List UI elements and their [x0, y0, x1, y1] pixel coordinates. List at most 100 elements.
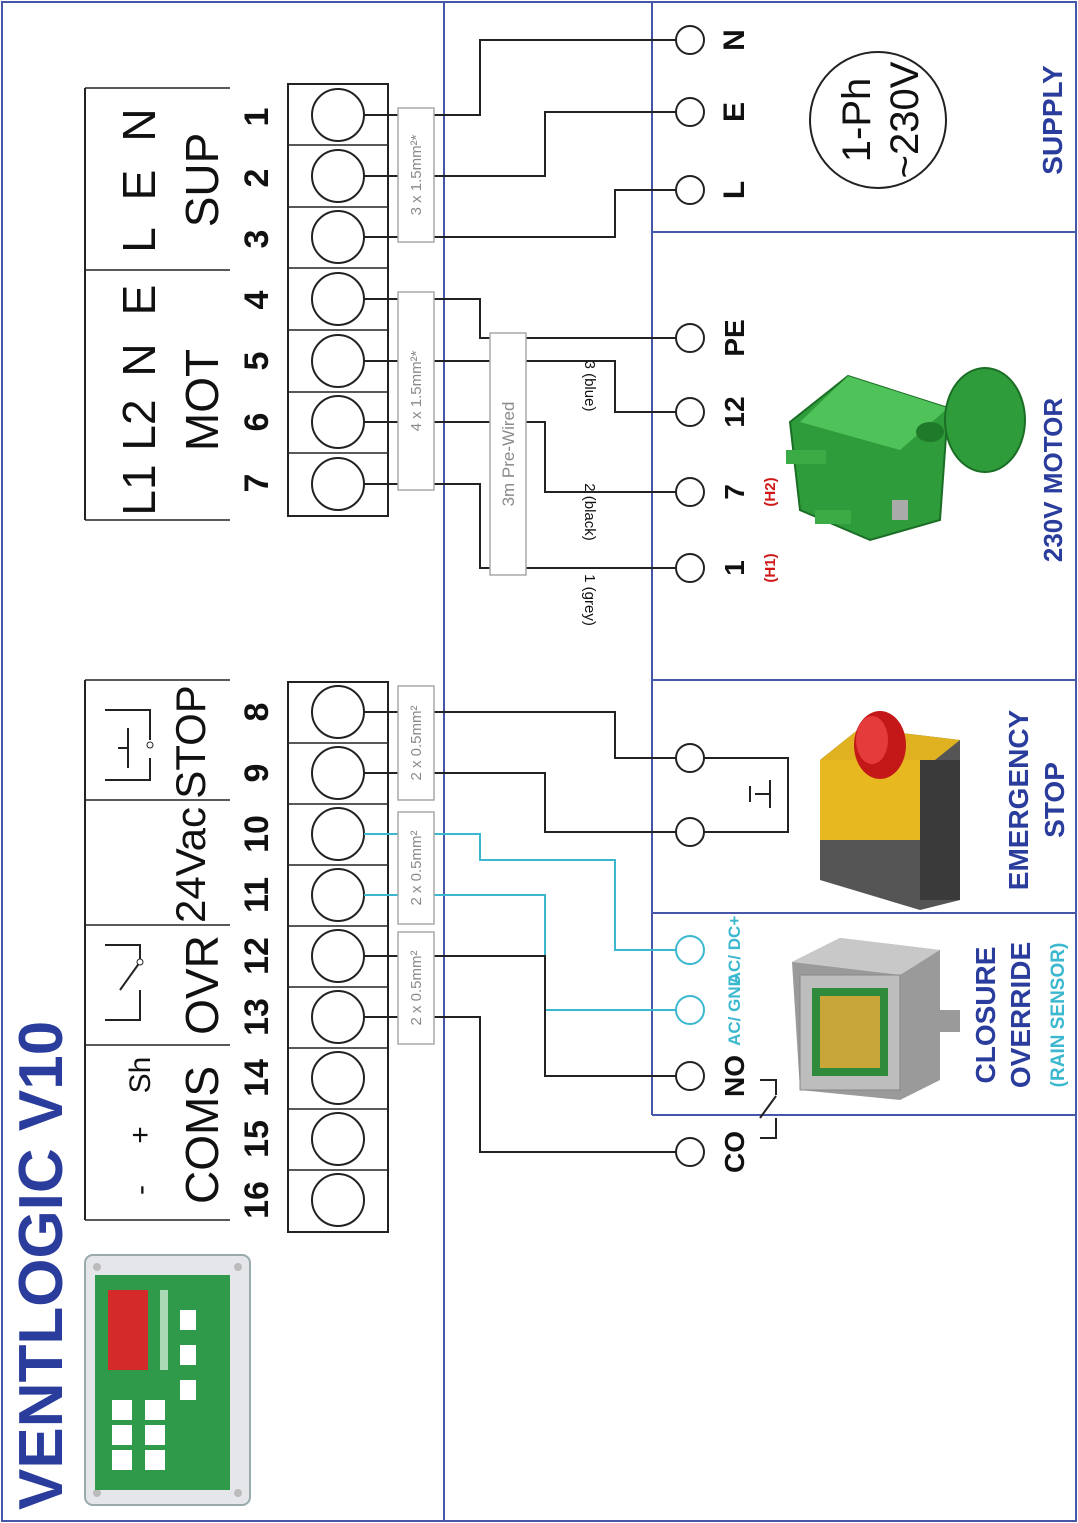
no-switch-symbol [105, 944, 144, 1021]
wire-note-black: 2 (black) [581, 483, 598, 541]
motor-label-7: 7 [719, 484, 750, 500]
cable-label-sup: 3 x 1.5mm²* [408, 134, 425, 215]
motor-note-h2: (H2) [762, 477, 779, 506]
motor-wire-notes: 3 (blue) 2 (black) 1 (grey) [581, 361, 598, 626]
override-subtitle: (RAIN SENSOR) [1048, 943, 1069, 1088]
override-title-line2: OVERRIDE [1005, 942, 1036, 1088]
estop-section: EMERGENCY STOP [675, 709, 1070, 910]
supply-terminal-e [675, 97, 705, 127]
emergency-stop-image [820, 711, 960, 910]
page-title: VENTLOGIC V10 [7, 1021, 76, 1510]
motor-title: 230V MOTOR [1038, 398, 1068, 562]
v24-wires [364, 833, 690, 1011]
supply-badge-circle [809, 51, 947, 189]
override-terminal-co [675, 1137, 705, 1167]
motor-label-12: 12 [719, 396, 750, 427]
sup-letter-l: L [113, 227, 165, 253]
motor-terminal-1 [675, 553, 705, 583]
cable-label-stop: 2 x 0.5mm² [408, 705, 425, 780]
sup-letter-e: E [113, 170, 165, 201]
ovr-group-label: OVR [176, 935, 228, 1035]
wire-note-blue: 3 (blue) [581, 361, 598, 412]
terminal-number: 2 [238, 169, 276, 188]
motor-terminal-7 [675, 477, 705, 507]
terminal-number: 14 [238, 1059, 276, 1097]
motor-label-1: 1 [719, 560, 750, 576]
terminal-number: 1 [238, 108, 276, 127]
v24-group-label: 24Vac [167, 807, 214, 923]
estop-title-line1: EMERGENCY [1003, 709, 1034, 890]
terminal-screw [311, 1112, 365, 1166]
terminal-numbers: 1 2 3 4 5 6 7 8 9 10 11 12 13 14 15 16 [238, 108, 276, 1219]
terminal-number: 15 [238, 1120, 276, 1158]
terminal-number: 4 [238, 290, 276, 309]
estop-title-line2: STOP [1039, 762, 1070, 838]
override-section: AC/ DC+ AC/ GND NO CO CLOSURE OVERRIDE (… [675, 916, 1069, 1173]
override-label-co: CO [719, 1131, 750, 1173]
controller-device-image [84, 1254, 251, 1506]
override-switch-symbol [759, 1079, 777, 1139]
supply-label-n: N [718, 29, 751, 51]
coms-group-label: COMS [176, 1066, 228, 1204]
terminal-number: 6 [238, 413, 276, 432]
terminal-number: 13 [238, 998, 276, 1036]
override-title-line1: CLOSURE [970, 947, 1001, 1084]
cable-label-prewired: 3m Pre-Wired [499, 402, 518, 507]
rain-sensor-image [792, 938, 960, 1100]
terminal-number: 8 [238, 703, 276, 722]
cable-label-24v: 2 x 0.5mm² [408, 830, 425, 905]
sup-letter-n: N [113, 108, 165, 141]
coms-letter-plus: + [124, 1126, 157, 1144]
supply-badge-line1: 1-Ph [835, 78, 879, 163]
supply-label-e: E [718, 102, 751, 122]
mot-letter-e: E [113, 285, 165, 316]
supply-badge-line2: ~230V [883, 61, 927, 178]
terminal-number: 3 [238, 230, 276, 249]
override-label-gnd: AC/ GND [725, 974, 744, 1046]
motor-label-pe: PE [719, 319, 750, 356]
cable-labels: 3 x 1.5mm²* 4 x 1.5mm²* 3m Pre-Wired 2 x… [397, 107, 527, 1045]
wire-note-grey: 1 (grey) [581, 574, 598, 626]
supply-terminal-n [675, 25, 705, 55]
terminal-number: 12 [238, 937, 276, 975]
estop-terminal-a [675, 743, 705, 773]
motor-terminal-12 [675, 397, 705, 427]
motor-note-h1: (H1) [762, 553, 779, 582]
mot-letter-l1: L1 [113, 464, 165, 515]
override-terminal-dcplus [675, 935, 705, 965]
override-label-dcplus: AC/ DC+ [725, 916, 744, 985]
cable-label-ovr: 2 x 0.5mm² [408, 950, 425, 1025]
terminal-number: 5 [238, 352, 276, 371]
sup-group-label: SUP [176, 133, 228, 228]
estop-switch-symbol [749, 780, 771, 808]
supply-section: N E L 1-Ph ~230V SUPPLY [675, 25, 1068, 205]
supply-terminal-l [675, 175, 705, 205]
motor-section: PE 12 7 1 (H2) (H1) 230V MOTOR [675, 319, 1068, 583]
supply-label-l: L [718, 181, 751, 199]
mot-group-label: MOT [176, 349, 228, 451]
terminal-number: 10 [238, 815, 276, 853]
terminal-number: 16 [238, 1181, 276, 1219]
estop-terminal-b [675, 817, 705, 847]
override-label-no: NO [719, 1055, 750, 1097]
stop-group-label: STOP [167, 685, 214, 799]
motor-terminal-pe [675, 323, 705, 353]
terminal-number: 7 [238, 474, 276, 493]
mot-letter-l2: L2 [113, 399, 165, 450]
nc-switch-symbol [105, 709, 154, 781]
terminal-number: 11 [238, 877, 276, 913]
cable-label-mot: 4 x 1.5mm²* [408, 350, 425, 431]
coms-letter-minus: - [124, 1185, 157, 1195]
coms-letter-sh: Sh [124, 1057, 157, 1094]
mot-letter-n: N [113, 343, 165, 376]
terminal-screw [311, 1051, 365, 1105]
terminal-number: 9 [238, 764, 276, 783]
override-terminal-no [675, 1061, 705, 1091]
terminal-group-labels: N E L SUP E N L2 L1 MOT STOP 24Vac OVR S… [84, 87, 230, 1221]
motor-image [786, 367, 1026, 542]
terminal-screw [311, 1173, 365, 1227]
supply-title: SUPPLY [1037, 65, 1068, 175]
override-terminal-gnd [675, 995, 705, 1025]
